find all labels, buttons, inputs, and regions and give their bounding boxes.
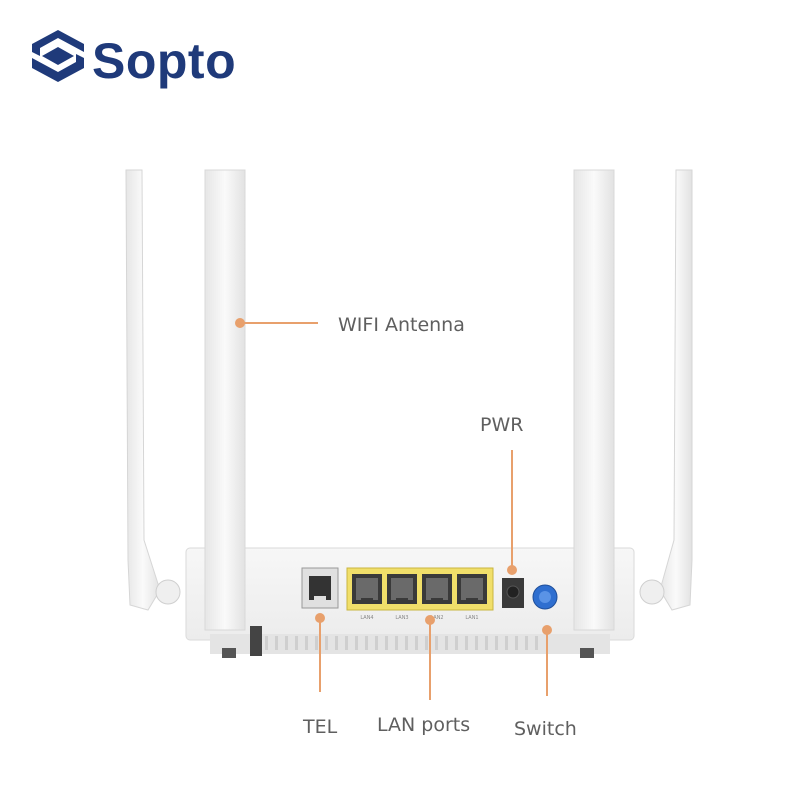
switch-button xyxy=(532,584,558,610)
tel-label: TEL xyxy=(303,716,338,738)
lan-ports-label: LAN ports xyxy=(377,714,471,736)
switch-label: Switch xyxy=(514,718,577,740)
tel-port xyxy=(301,567,339,609)
right-outer-antenna xyxy=(639,169,693,611)
lan-port xyxy=(422,574,452,604)
pwr-label: PWR xyxy=(480,414,524,436)
tel-dot xyxy=(315,613,325,623)
lan-port xyxy=(352,574,382,604)
power-jack xyxy=(502,578,524,608)
left-outer-antenna xyxy=(125,169,181,611)
lan-dot xyxy=(425,615,435,625)
lan-port xyxy=(457,574,487,604)
left-inner-antenna xyxy=(204,169,246,631)
lan-port-label: LAN3 xyxy=(395,615,408,621)
sopto-logo-mark-icon xyxy=(32,30,84,82)
lan-port-label: LAN1 xyxy=(465,615,478,621)
lan-port xyxy=(387,574,417,604)
lan-port-label: LAN4 xyxy=(360,615,373,621)
right-inner-antenna xyxy=(573,169,615,631)
callout-leaders xyxy=(235,318,552,700)
wifi-antenna-label: WIFI Antenna xyxy=(338,314,465,336)
sopto-logo: Sopto xyxy=(28,28,258,98)
switch-dot xyxy=(542,625,552,635)
brand-name: Sopto xyxy=(92,33,237,89)
lan-port-label: LAN2 xyxy=(430,615,443,621)
pwr-dot xyxy=(507,565,517,575)
wifi-antenna-dot xyxy=(235,318,245,328)
